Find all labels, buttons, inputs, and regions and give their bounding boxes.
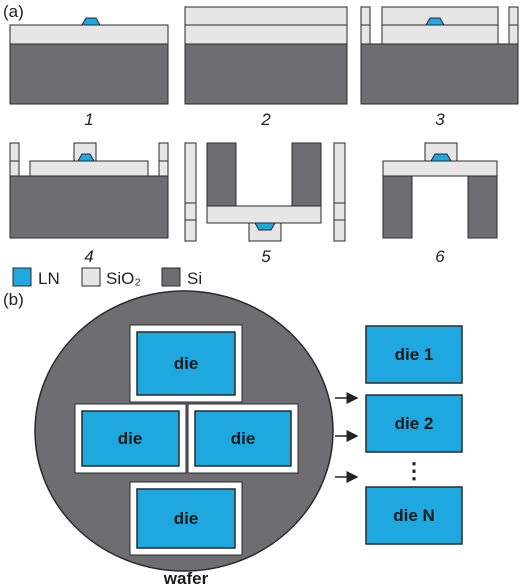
wafer-die-top: [129, 324, 243, 403]
wafer-die-bottom-label: die: [174, 509, 199, 528]
ellipsis: ⋮: [403, 458, 425, 483]
output-die-1: [365, 325, 463, 384]
output-die-1-label: die 1: [395, 345, 434, 364]
wafer-die-top-label: die: [174, 354, 199, 373]
step-1-diagram: [9, 17, 169, 105]
legend-label-si: Si: [187, 269, 202, 288]
wafer-label: wafer: [163, 569, 209, 588]
legend-swatch-ln: [12, 267, 32, 287]
panel-a-label: (a): [3, 2, 24, 21]
step-2-label: 2: [260, 110, 271, 129]
wafer-die-left-label: die: [118, 429, 143, 448]
step-3-label: 3: [435, 110, 445, 129]
legend-label-sio2: SiO₂: [106, 269, 141, 288]
wafer-die-left: [74, 403, 187, 474]
step-5-diagram: [184, 142, 346, 242]
step-1-label: 1: [84, 110, 93, 129]
wafer-die-right-label: die: [231, 429, 256, 448]
output-die-n-label: die N: [393, 506, 435, 525]
step-4-diagram: [9, 142, 169, 239]
step-6-label: 6: [435, 247, 445, 266]
wafer-die-bottom: [129, 481, 243, 556]
arrows: [335, 392, 359, 483]
output-die-2-label: die 2: [395, 414, 434, 433]
panel-b-label: (b): [3, 290, 24, 309]
legend-label-ln: LN: [38, 269, 60, 288]
step-6-diagram: [382, 142, 498, 239]
step-2-diagram: [184, 6, 348, 105]
step-5-label: 5: [261, 247, 271, 266]
output-die-2: [365, 394, 463, 453]
output-die-n: [365, 486, 463, 545]
step-3-diagram: [360, 6, 519, 105]
wafer-die-right: [187, 403, 299, 474]
legend: LN SiO₂ Si: [12, 267, 202, 288]
step-4-label: 4: [84, 247, 93, 266]
legend-swatch-sio2: [81, 267, 101, 287]
legend-swatch-si: [161, 267, 181, 287]
